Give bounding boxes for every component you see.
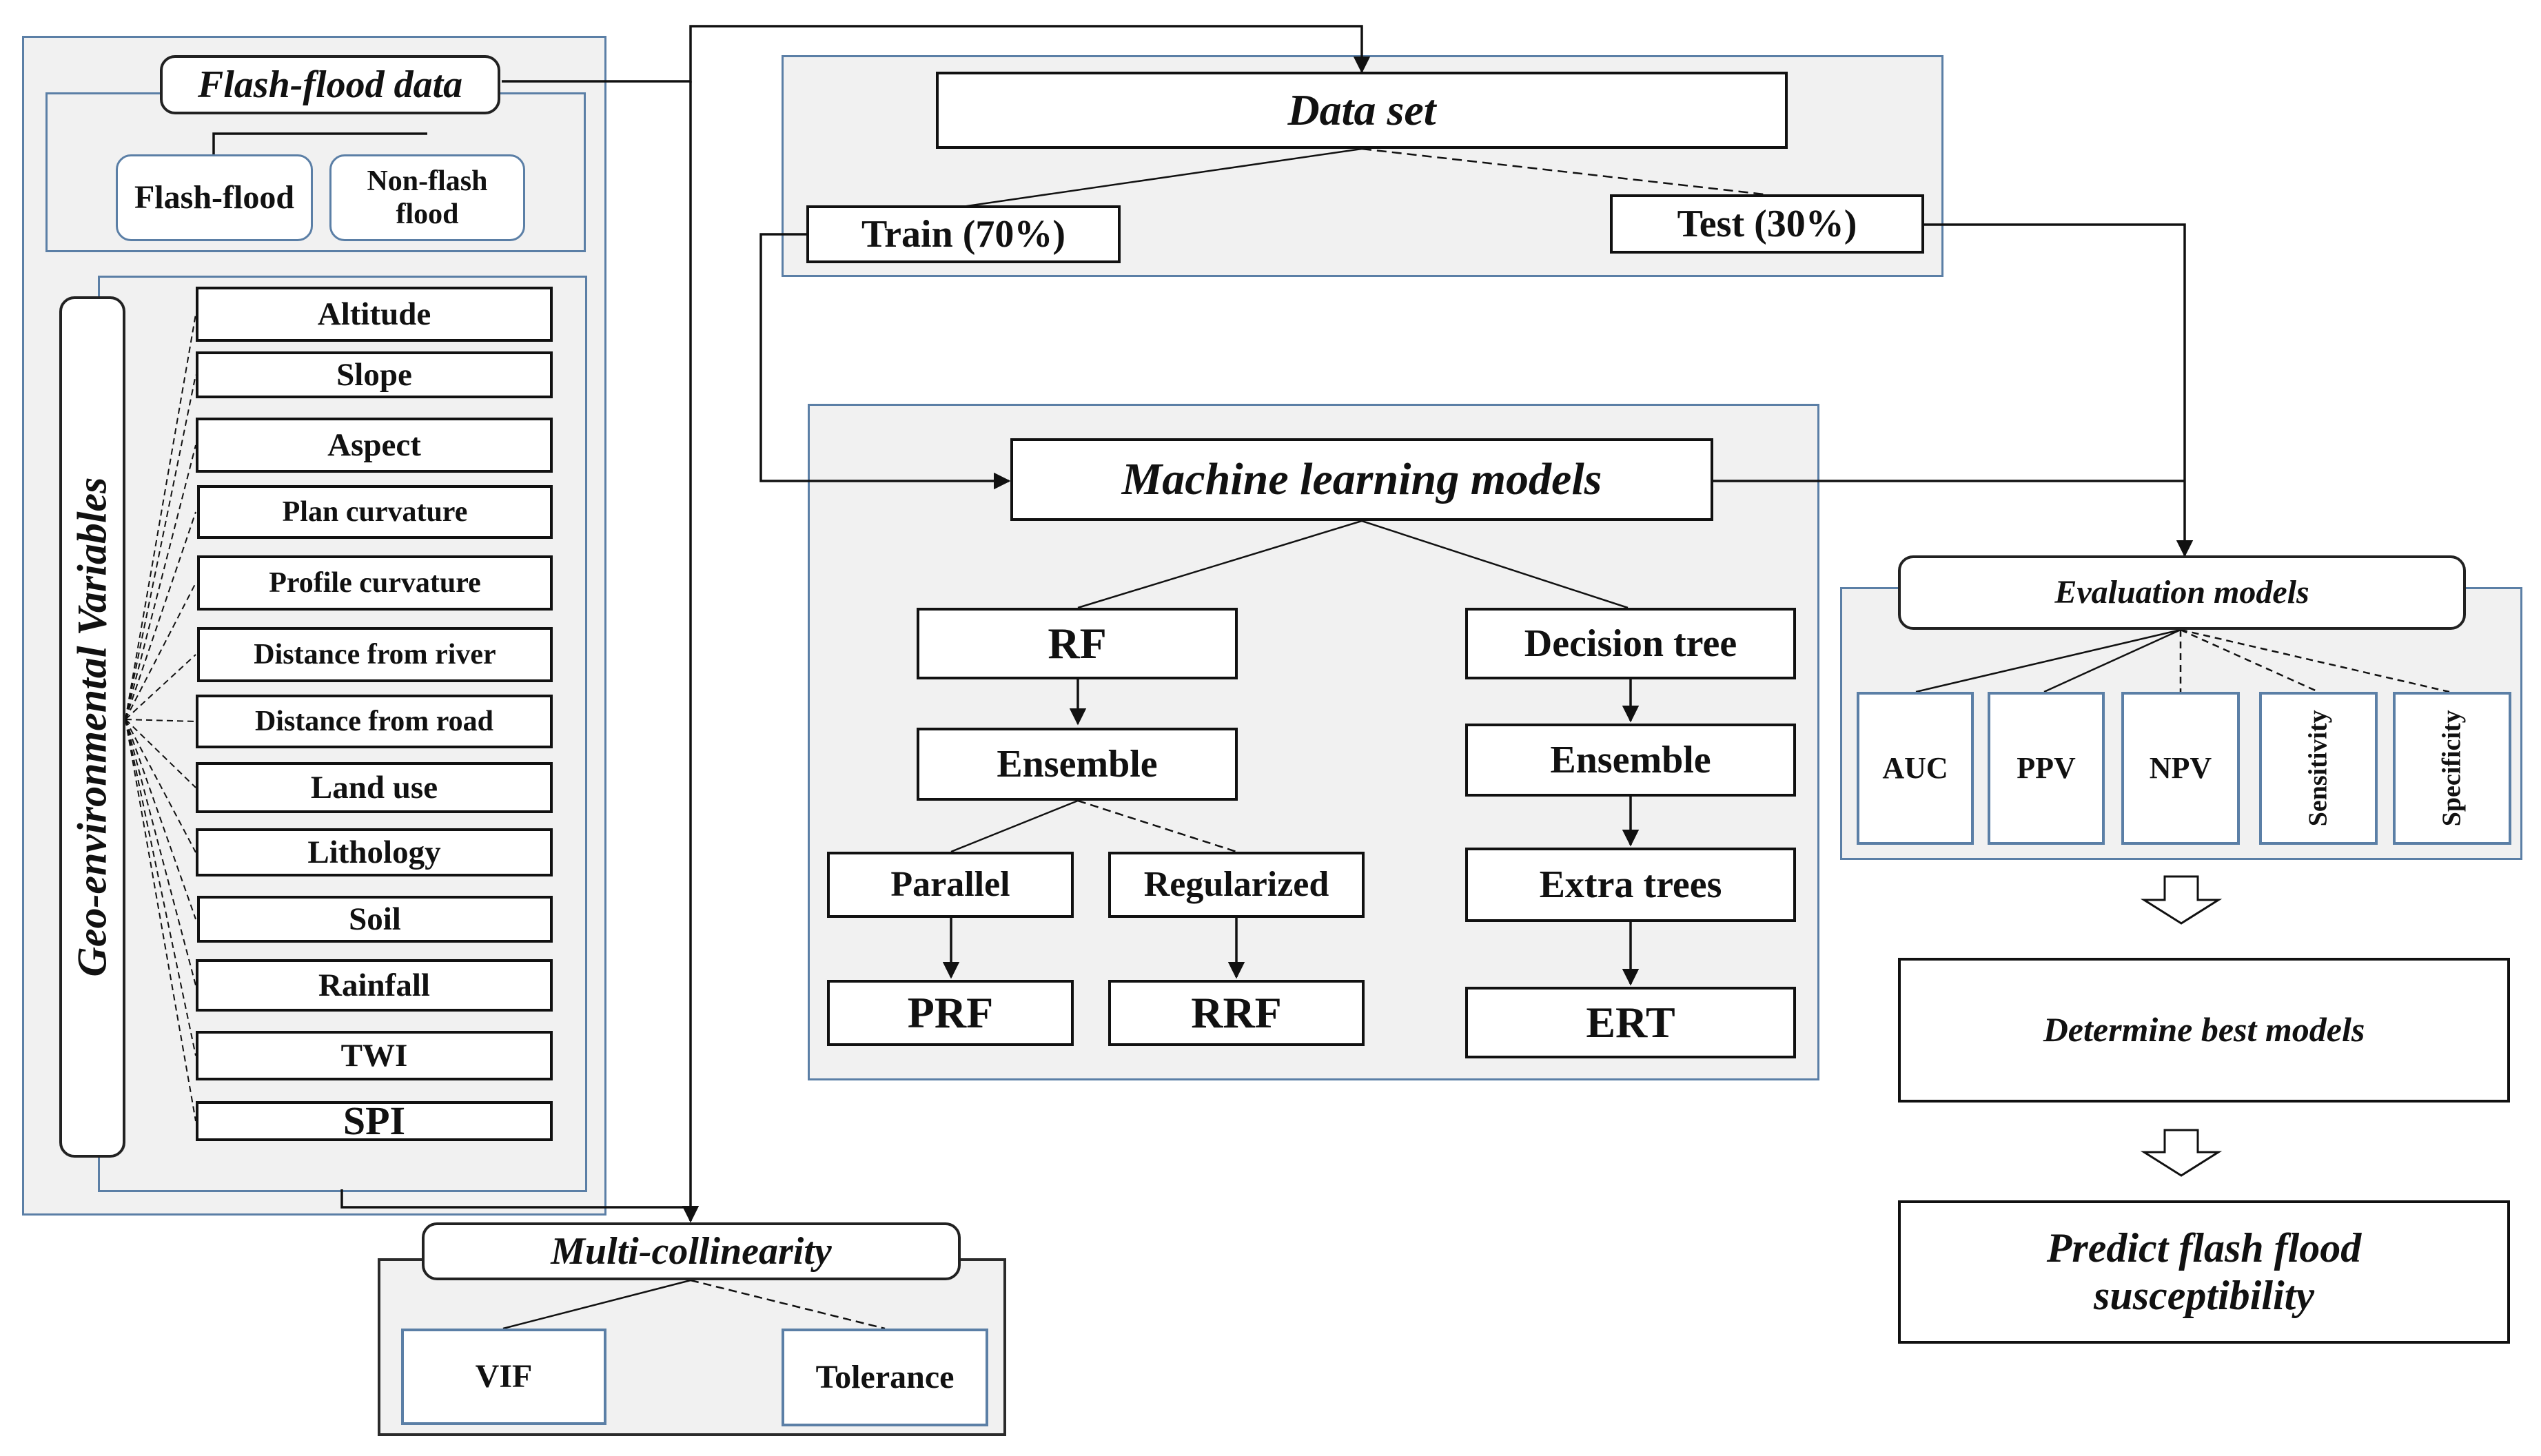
dataset-title: Data set (936, 72, 1788, 149)
parallel-box: Parallel (827, 852, 1074, 918)
collinearity-to-tolerance-line (690, 1279, 886, 1330)
extra-trees-box: Extra trees (1465, 848, 1796, 922)
test-box: Test (30%) (1610, 194, 1924, 254)
ensemble-to-regularized-line (1077, 799, 1237, 853)
metric-npv: NPV (2121, 692, 2240, 845)
variable-slope: Slope (196, 351, 553, 398)
variable-distance-from-river: Distance from river (197, 627, 553, 682)
metric-npv-label: NPV (2149, 750, 2212, 785)
ml-to-dt-line (1361, 520, 1629, 609)
collinearity-title: Multi-collinearity (422, 1222, 961, 1280)
dt-ensemble-box: Ensemble (1465, 724, 1796, 797)
predict-susceptibility-box: Predict flash flood susceptibility (1898, 1200, 2510, 1344)
eval-to-best-arrow (2140, 875, 2223, 925)
rf-box: RF (917, 608, 1238, 679)
variable-fan-line (125, 719, 196, 1056)
metric-ppv-label: PPV (2017, 750, 2076, 785)
metric-specificity: Specificity (2393, 692, 2511, 845)
flashflood-types-connector (212, 132, 427, 156)
flash-flood-data-title: Flash-flood data (160, 55, 500, 114)
eval-fan-specificity (2180, 628, 2450, 693)
variable-lithology: Lithology (196, 828, 553, 876)
collinearity-to-vif-line (502, 1279, 691, 1330)
metric-auc: AUC (1857, 692, 1974, 845)
variable-soil: Soil (197, 896, 553, 943)
non-flash-flood-type-box: Non-flash flood (329, 154, 525, 241)
train-to-ml-line (759, 233, 1011, 490)
dataset-to-test-line (1361, 147, 1765, 196)
evaluation-title: Evaluation models (1898, 555, 2466, 630)
best-to-predict-arrow (2140, 1129, 2223, 1177)
eval-fan-sensitivity (2180, 628, 2319, 693)
ml-to-rf-line (1077, 520, 1363, 609)
variable-plan-curvature: Plan curvature (197, 485, 553, 539)
variable-fan-line (125, 719, 196, 788)
variable-fan-line (125, 511, 196, 720)
variable-fan-line (125, 719, 196, 722)
dataset-to-train-line (961, 147, 1363, 208)
metric-ppv: PPV (1988, 692, 2105, 845)
train-box: Train (70%) (806, 205, 1121, 263)
test-to-evaluation-line (1924, 223, 2194, 557)
tolerance-box: Tolerance (782, 1329, 988, 1426)
variable-fan-line (125, 314, 196, 720)
variables-fan-lines (125, 314, 196, 1122)
eval-fan-ppv (2043, 628, 2181, 693)
geo-variables-title-text: Geo-environmental Variables (69, 477, 115, 977)
variable-aspect: Aspect (196, 418, 553, 473)
variable-fan-line (125, 719, 196, 853)
ml-models-title: Machine learning models (1010, 438, 1713, 521)
vif-box: VIF (401, 1329, 606, 1425)
variable-fan-line (125, 719, 196, 986)
variable-fan-line (125, 719, 196, 920)
variable-fan-line (125, 374, 196, 720)
variable-fan-line (125, 582, 196, 720)
variable-rainfall: Rainfall (196, 959, 553, 1012)
variable-land-use: Land use (196, 762, 553, 813)
variable-spi: SPI (196, 1098, 553, 1143)
variable-fan-line (125, 444, 196, 720)
geo-to-collinearity-line (340, 1189, 700, 1223)
geo-variables-title: Geo-environmental Variables (59, 296, 125, 1158)
variable-altitude: Altitude (196, 287, 553, 342)
variable-fan-line (125, 654, 196, 720)
metric-sensitivity-label: Sensitivity (2303, 710, 2333, 827)
variable-twi: TWI (196, 1031, 553, 1080)
metric-sensitivity: Sensitivity (2259, 692, 2378, 845)
prf-box: PRF (827, 980, 1074, 1046)
rrf-box: RRF (1108, 980, 1365, 1046)
variable-fan-line (125, 719, 196, 1122)
ensemble-to-parallel-line (950, 799, 1079, 853)
eval-fan-auc (1915, 628, 2181, 693)
determine-best-models-box: Determine best models (1898, 958, 2510, 1103)
variable-profile-curvature: Profile curvature (197, 555, 553, 611)
decision-tree-box: Decision tree (1465, 608, 1796, 679)
flashflood-to-dataset-line (502, 25, 1371, 83)
rf-ensemble-box: Ensemble (917, 728, 1238, 801)
flash-flood-type-box: Flash-flood (116, 154, 313, 241)
ert-box: ERT (1465, 987, 1796, 1058)
regularized-box: Regularized (1108, 852, 1365, 918)
metric-auc-label: AUC (1882, 750, 1948, 785)
variable-distance-from-road: Distance from road (196, 695, 553, 748)
metric-specificity-label: Specificity (2437, 710, 2467, 827)
